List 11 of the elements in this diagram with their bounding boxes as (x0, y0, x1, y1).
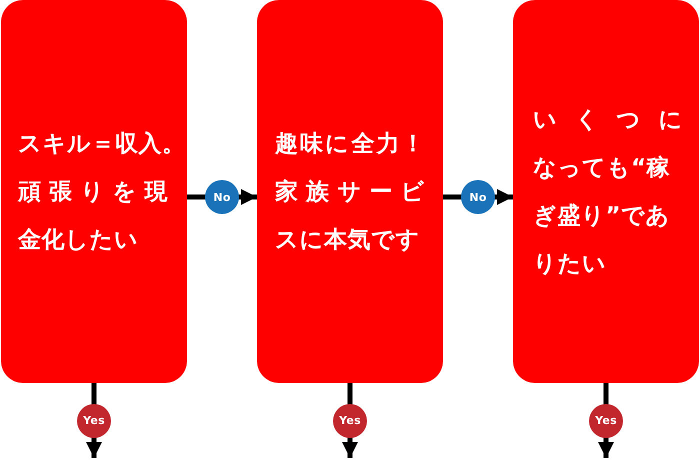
edge-label: Yes (77, 404, 111, 438)
statement-text: いくつになっても“稼ぎ盛り”でありたい (533, 106, 683, 278)
flow-box (257, 0, 443, 383)
edge-label: Yes (333, 404, 367, 438)
flow-box (1, 0, 187, 383)
statement-text: スキル＝収入。頑張りを現金化したい (18, 130, 168, 254)
edge-label: Yes (589, 404, 623, 438)
edge-label: No (461, 180, 495, 214)
edge-label: No (205, 180, 239, 214)
statement-text: 趣味に全力！家族サービスに本気です (275, 130, 425, 254)
flow-box (513, 0, 699, 383)
